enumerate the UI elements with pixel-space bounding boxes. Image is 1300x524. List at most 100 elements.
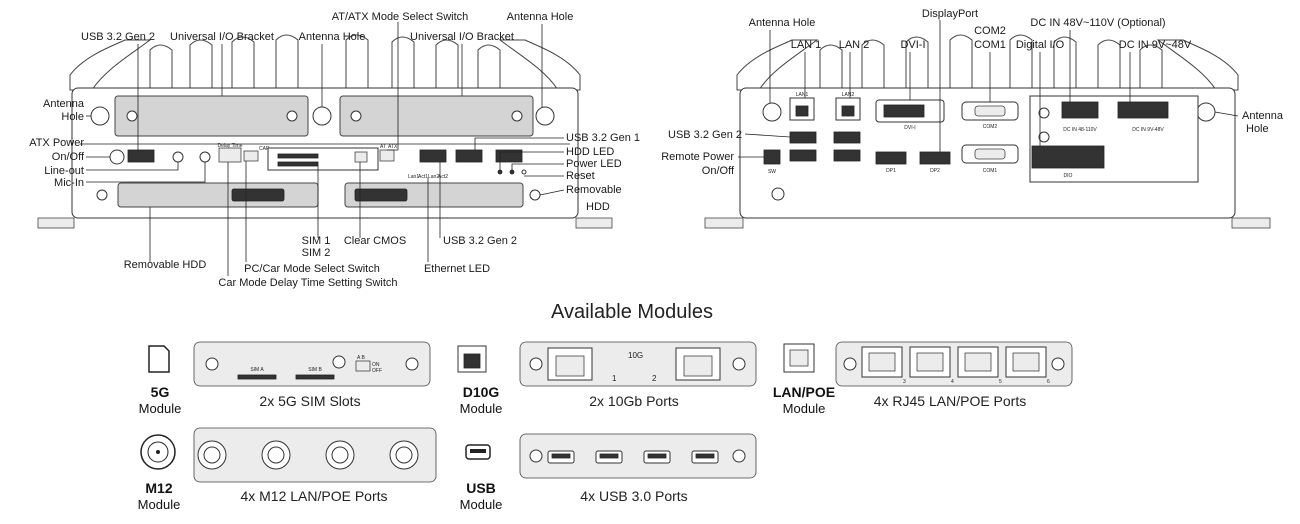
label-rear-antenna-right-2: Hole [1246, 123, 1269, 135]
removable-hdd-bay-left [117, 182, 319, 208]
label-rear-remote-power-1: Remote Power [661, 151, 734, 163]
remote-power-connector [763, 149, 781, 165]
front-labels: USB 3.2 Gen 2 Universal I/O Bracket Ante… [29, 11, 640, 289]
module-d10g-word: Module [460, 401, 503, 416]
label-universal-io-right: Universal I/O Bracket [410, 31, 514, 43]
sim-1-slot [277, 153, 319, 159]
digital-io-connector [1031, 145, 1105, 169]
label-atx-power-2: On/Off [52, 151, 85, 163]
label-rear-displayport: DisplayPort [922, 8, 978, 20]
dc9-tag: DC IN 9V-48V [1132, 127, 1164, 133]
label-mic-in: Mic-In [54, 177, 84, 189]
label-removable-hdd-bottom: Removable HDD [124, 259, 207, 271]
hdd-led [497, 169, 503, 175]
label-rear-lan2: LAN 2 [839, 39, 870, 51]
lan2-led-label: Lan2 [428, 174, 439, 180]
label-antenna-hole-right: Antenna Hole [507, 11, 574, 23]
module-5g-word: Module [139, 401, 182, 416]
front-antenna-hole-right [535, 106, 555, 126]
sim-b-tag: SIM B [308, 367, 322, 373]
label-rear-dc-in-9v: DC IN 9V~48V [1119, 39, 1192, 51]
sw-tag: SW [768, 169, 776, 175]
module-5g: 5G Module SIM A SIM B A B ON OFF 2x 5G S… [139, 341, 431, 416]
com2-tag: COM2 [983, 124, 998, 130]
label-reset: Reset [566, 170, 595, 182]
front-heatsink-fins [69, 34, 581, 91]
label-antenna-hole-center: Antenna Hole [299, 31, 366, 43]
label-removable-2: HDD [586, 201, 610, 213]
sim-a-slot [237, 374, 277, 380]
module-lan-poe-name: LAN/POE [773, 384, 835, 400]
rear-labels: Antenna Hole LAN 1 LAN 2 DVI-I DisplayPo… [661, 8, 1284, 177]
dp2-tag: DP2 [930, 168, 940, 174]
dc-in-48v-connector [1061, 101, 1099, 119]
port3-tag: 3 [903, 379, 906, 385]
ground-screw [771, 187, 785, 201]
rear-foot-left [704, 217, 744, 229]
label-rear-digital-io: Digital I/O [1016, 39, 1065, 51]
label-removable-1: Removable [566, 184, 622, 196]
module-usb-word: Module [460, 497, 503, 512]
label-rear-remote-power-2: On/Off [702, 165, 735, 177]
rear-antenna-hole-right [1196, 102, 1216, 122]
module-m12-name: M12 [145, 480, 172, 496]
label-rear-usb32gen2: USB 3.2 Gen 2 [668, 129, 742, 141]
rear-antenna-hole-left [762, 102, 782, 122]
act1-led-label: Act1 [418, 174, 428, 180]
module-m12-word: Module [138, 497, 181, 512]
module-d10g-caption: 2x 10Gb Ports [589, 393, 679, 409]
rear-heatsink-fins [736, 34, 1239, 91]
label-ethernet-led: Ethernet LED [424, 263, 490, 275]
front-usb-port-a [419, 149, 447, 163]
rear-usb-port-4 [833, 149, 861, 162]
label-rear-dc-in-48v: DC IN 48V~110V (Optional) [1030, 17, 1165, 29]
mic-in-jack [199, 151, 211, 163]
port4-tag: 4 [951, 379, 954, 385]
displayport-1 [875, 151, 907, 165]
rear-leader-lines [738, 20, 1239, 158]
front-antenna-hole-center [312, 106, 332, 126]
at-atx-switch [379, 149, 395, 162]
dc48-tag: DC IN 48-110V [1063, 127, 1097, 133]
car-label: CAR [259, 146, 270, 152]
front-leader-lines [86, 22, 565, 276]
off-tag: OFF [372, 368, 382, 374]
label-pc-car-mode: PC/Car Mode Select Switch [244, 263, 380, 275]
label-universal-io-left: Universal I/O Bracket [170, 31, 274, 43]
com1-tag: COM1 [983, 168, 998, 174]
label-antenna-left-1: Antenna [43, 98, 85, 110]
delay-time-label: Delay Time [217, 143, 242, 149]
line-out-jack [172, 151, 184, 163]
power-dio-panel [1029, 95, 1199, 183]
module-lan-poe: LAN/POE Module 3 4 5 6 4x RJ45 LAN/POE P… [773, 341, 1073, 416]
label-hdd-led: HDD LED [566, 146, 614, 158]
at-label: AT [380, 144, 386, 150]
rear-panel: LAN1 LAN2 DVI-I COM2 COM1 DP1 DP2 SW [704, 34, 1271, 229]
act2-led-label: Act2 [438, 174, 448, 180]
front-usb-gen2-port [127, 149, 155, 163]
module-5g-caption: 2x 5G SIM Slots [259, 393, 360, 409]
power-led [509, 169, 515, 175]
module-m12: M12 Module 4x M12 LAN/POE Ports [138, 427, 437, 512]
module-usb: USB Module 4x USB 3.0 Ports [460, 433, 757, 512]
label-sim-2: SIM 2 [302, 247, 331, 259]
sim-2-slot [277, 161, 319, 167]
ab-tag: A B [357, 355, 365, 361]
sim-card-icon [148, 345, 170, 373]
front-foot-left [37, 217, 75, 229]
module-d10g-name: D10G [463, 384, 500, 400]
module-lan-poe-word: Module [783, 401, 826, 416]
module-m12-caption: 4x M12 LAN/POE Ports [240, 488, 387, 504]
module-usb-name: USB [466, 480, 496, 496]
dvi-tag: DVI-I [904, 125, 915, 131]
label-at-atx-mode: AT/ATX Mode Select Switch [332, 11, 469, 23]
port1-tag: 1 [612, 374, 617, 383]
rear-usb-port-2 [789, 149, 817, 162]
label-line-out: Line-out [44, 165, 84, 177]
port2-tag: 2 [652, 374, 657, 383]
dio-tag: DIO [1064, 173, 1073, 179]
atx-label: ATX [388, 144, 398, 150]
port5-tag: 5 [999, 379, 1002, 385]
lan1-led-label: Lan1 [408, 174, 419, 180]
